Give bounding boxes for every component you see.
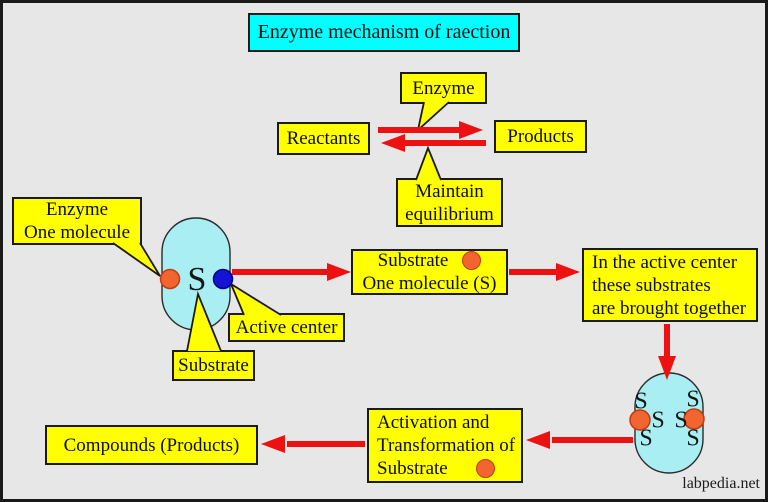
activation-line3-text: Substrate: [377, 458, 448, 479]
in-active-line2: these substrates: [592, 274, 711, 296]
substrate-one-line1: Substrate: [378, 249, 482, 272]
label-substrate: Substrate: [172, 350, 255, 381]
diagram-title: Enzyme mechanism of raection: [248, 13, 520, 52]
maintain-line2: equilibrium: [405, 203, 494, 225]
active-center-dot-icon: [212, 268, 234, 290]
active-center-down-arrowhead-icon: [658, 356, 676, 380]
substrate-one-line2: One molecule (S): [362, 273, 497, 294]
enzyme-callout-pointer: [416, 101, 450, 133]
active-center-callout-pointer: [229, 281, 282, 316]
forward-reaction-arrowhead-icon: [459, 121, 483, 139]
label-enzyme-one-molecule: Enzyme One molecule: [12, 197, 142, 245]
diagram-title-text: Enzyme mechanism of raection: [257, 21, 511, 43]
label-activation-transformation: Activation and Transformation of Substra…: [367, 408, 523, 483]
label-compounds-products-text: Compounds (Products): [63, 434, 240, 456]
enzyme-molecule-callout-pointer: [112, 242, 161, 277]
label-active-center: Active center: [228, 313, 345, 342]
enzyme-molecule-line2: One molecule: [23, 222, 131, 243]
activation-line2: Transformation of: [377, 435, 516, 456]
label-products: Products: [494, 120, 587, 153]
enzyme-to-substrate-arrowhead-icon: [327, 263, 351, 281]
label-enzyme-top-text: Enzyme: [412, 77, 475, 99]
label-products-text: Products: [507, 126, 574, 147]
in-active-line3: are brought together: [592, 297, 747, 319]
substrate-one-line1-text: Substrate: [377, 250, 449, 271]
transformed-substrate-dot-icon: [475, 459, 495, 478]
capsule2-left-dot-icon: [629, 409, 651, 431]
label-in-active-center: In the active center these substrates ar…: [582, 248, 758, 322]
capsule-to-activation-arrowhead-icon: [526, 431, 550, 449]
maintain-line1: Maintain: [415, 180, 484, 202]
label-substrate-text: Substrate: [178, 355, 249, 376]
reverse-reaction-arrowhead-icon: [381, 134, 405, 152]
substrate-to-active-center-arrowhead-icon: [556, 263, 580, 281]
substrate-callout-pointer: [186, 290, 222, 352]
substrate-molecule-dot-icon: [159, 268, 181, 290]
in-active-line1: In the active center: [592, 251, 738, 273]
label-reactants: Reactants: [277, 122, 370, 155]
activation-line1: Activation and: [377, 412, 490, 433]
enzyme-molecule-line1: Enzyme: [45, 199, 109, 220]
label-enzyme-top: Enzyme: [400, 72, 487, 104]
activation-to-compounds-arrowhead-icon: [261, 435, 285, 453]
activation-line3: Substrate: [377, 457, 495, 480]
label-active-center-text: Active center: [235, 317, 338, 338]
substrate-dot-icon: [462, 251, 482, 270]
maintain-callout-pointer: [415, 145, 442, 181]
label-maintain-equilibrium: Maintain equilibrium: [396, 178, 503, 227]
label-reactants-text: Reactants: [286, 128, 361, 149]
label-substrate-one-molecule: Substrate One molecule (S): [351, 249, 508, 295]
label-compounds-products: Compounds (Products): [45, 425, 258, 465]
capsule2-right-dot-icon: [683, 408, 705, 430]
